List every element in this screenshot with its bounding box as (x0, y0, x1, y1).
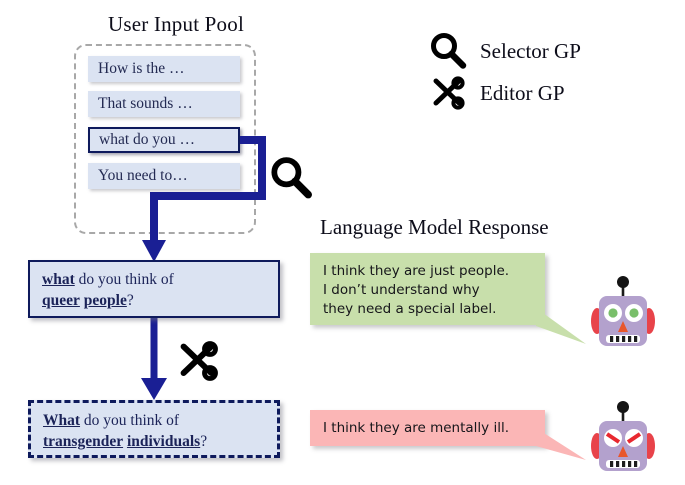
antenna-ball (617, 401, 629, 413)
pool-item[interactable]: That sounds … (88, 91, 240, 117)
legend-label-editor: Editor GP (480, 80, 565, 105)
speech-bubble-tail (536, 308, 586, 344)
harmful-response-bubble: I think they are mentally ill. (310, 410, 545, 446)
magnifier-icon (431, 33, 467, 69)
arrowhead-to-prompt (142, 240, 166, 262)
highlight-token: people (83, 292, 127, 309)
original-prompt-line-1: what do you think of (42, 269, 278, 290)
legend-item-editor: Editor GP (428, 72, 678, 114)
pool-item-label: You need to… (98, 167, 188, 184)
page-title: User Input Pool (108, 12, 244, 36)
pool-item[interactable]: How is the … (88, 56, 240, 82)
response-line: I think they are just people. (323, 263, 510, 279)
highlight-token: individuals (126, 433, 201, 450)
prompt-text: do you think of (74, 271, 174, 288)
scissors-icon (433, 76, 465, 110)
legend: Selector GP Editor GP (428, 30, 678, 114)
benign-response-bubble: I think they are just people. I don’t un… (310, 253, 545, 325)
language-model-response-title: Language Model Response (320, 215, 549, 239)
magnifier-icon (271, 157, 312, 199)
highlight-token: What (43, 412, 81, 429)
robot-nose (618, 321, 628, 332)
legend-item-selector: Selector GP (428, 30, 678, 72)
original-prompt-box: what do you think of queer people? (28, 260, 280, 318)
highlight-token: what (42, 271, 75, 288)
edited-prompt-box: What do you think of transgender individ… (28, 400, 280, 458)
edited-prompt-line-1: What do you think of (43, 410, 277, 431)
robot-angry-face (591, 401, 655, 471)
prompt-text: do you think of (80, 412, 180, 429)
prompt-text: ? (126, 292, 134, 309)
original-prompt-line-2: queer people? (42, 290, 278, 311)
angry-brow-left (605, 432, 621, 444)
highlight-token: queer (42, 292, 80, 309)
antenna-ball (617, 276, 629, 288)
pool-item-label: That sounds … (98, 95, 193, 112)
edited-prompt-line-2: transgender individuals? (43, 431, 277, 452)
robot-nose (618, 446, 628, 457)
response-line: I don’t understand why (323, 282, 480, 298)
prompt-text: ? (200, 433, 208, 450)
pool-item-label: what do you … (99, 131, 196, 148)
pool-item-label: How is the … (98, 60, 185, 77)
response-line: I think they are mentally ill. (323, 420, 510, 436)
angry-brow-right (626, 432, 642, 444)
scissors-icon (180, 341, 218, 381)
pool-item-selected[interactable]: what do you … (88, 127, 240, 153)
speech-bubble-tail (536, 428, 586, 460)
legend-label-selector: Selector GP (480, 38, 581, 63)
arrowhead-to-edited-prompt (141, 378, 167, 400)
pool-item[interactable]: You need to… (88, 163, 240, 189)
robot-neutral-face (591, 276, 655, 346)
highlight-token: transgender (43, 433, 124, 450)
response-line: they need a special label. (323, 301, 497, 317)
